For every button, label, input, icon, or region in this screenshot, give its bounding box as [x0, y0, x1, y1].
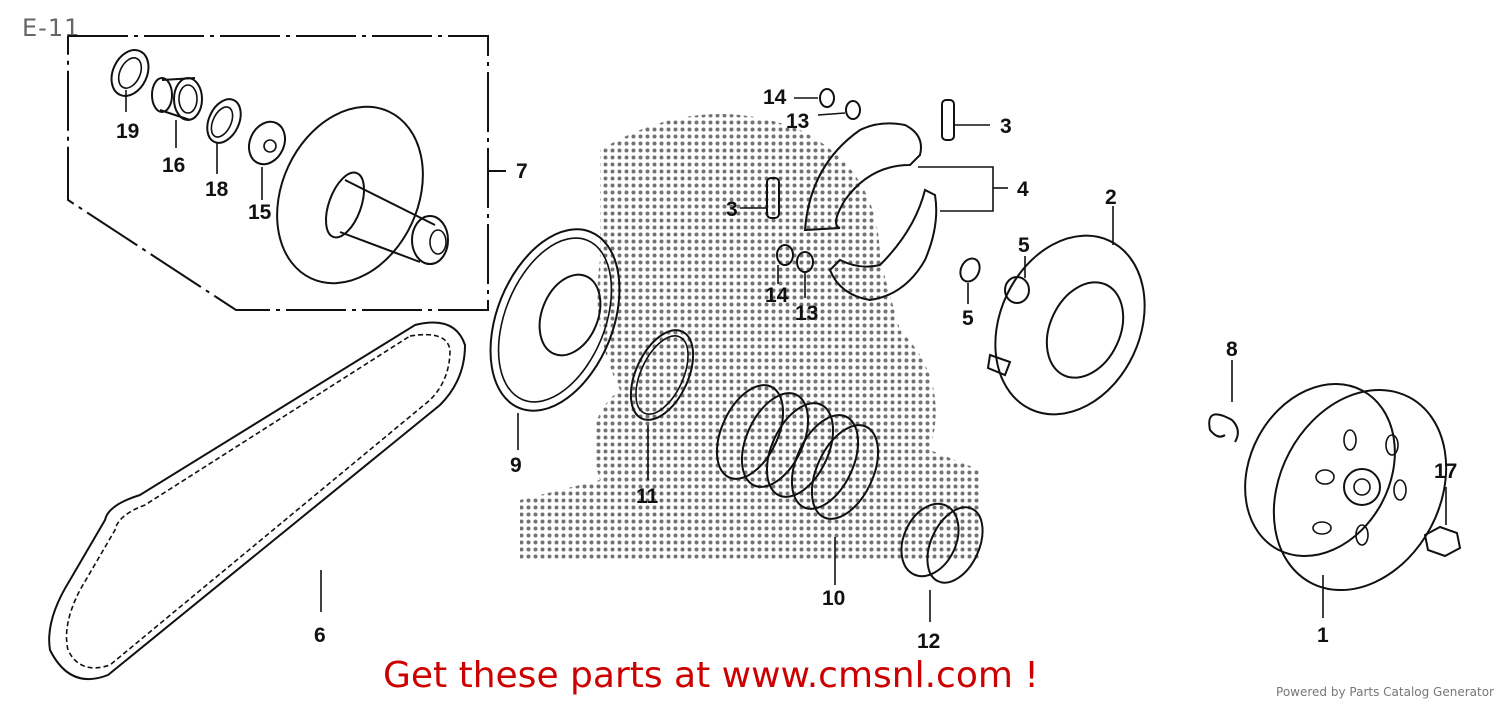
page-code: E-11 [22, 14, 81, 42]
callout-7: 7 [516, 160, 528, 183]
callout-19: 19 [116, 120, 139, 143]
part-9-movable-face [489, 228, 621, 450]
part-1-clutch-outer [1244, 383, 1448, 618]
part-17-nut [1423, 487, 1462, 558]
callout-14-bottom: 14 [765, 284, 789, 307]
part-13-washer-top [817, 100, 861, 120]
part-19-oil-seal [110, 49, 150, 112]
part-11-o-ring [629, 329, 695, 480]
part-2-drive-plate [986, 206, 1146, 416]
callout-8: 8 [1226, 338, 1238, 361]
part-16-needle-bearing [151, 77, 203, 148]
assembly-7-frame [67, 35, 506, 311]
part-14-circlip-bottom [776, 244, 794, 284]
part-12-spring-seat [900, 502, 984, 622]
callout-5-upper: 5 [1018, 234, 1030, 257]
callout-18: 18 [205, 178, 229, 201]
callout-3-right: 3 [1000, 115, 1012, 138]
callout-16: 16 [162, 154, 185, 177]
part-8-circlip [1208, 360, 1239, 443]
callout-9: 9 [510, 454, 522, 477]
callout-labels: 19 16 18 15 7 14 13 3 3 4 2 5 5 14 13 8 … [116, 86, 1457, 653]
part-10-spring [715, 384, 880, 585]
powered-by-credit: Powered by Parts Catalog Generator [1276, 685, 1494, 699]
callout-13-bottom: 13 [795, 302, 818, 325]
callout-15: 15 [248, 201, 272, 224]
part-13-washer-bottom [796, 251, 814, 298]
watermark-logo [520, 114, 980, 560]
callout-5-lower: 5 [962, 307, 974, 330]
callout-1: 1 [1317, 624, 1329, 647]
callout-12: 12 [917, 630, 940, 653]
callout-10: 10 [822, 587, 845, 610]
part-7-driven-face [276, 105, 449, 285]
part-6-drive-belt [48, 321, 467, 680]
callout-17: 17 [1434, 460, 1457, 483]
part-5-collar-right [1004, 256, 1030, 304]
callout-6: 6 [314, 624, 326, 647]
cmsnl-link[interactable]: Get these parts at www.cmsnl.com ! [383, 655, 1039, 696]
callout-4: 4 [1017, 178, 1029, 201]
part-14-circlip-top [794, 88, 835, 108]
part-3-spring-right [941, 99, 990, 141]
part-15-ball-bearing [248, 120, 286, 200]
part-3-spring-left [740, 177, 780, 219]
callout-13-top: 13 [786, 110, 809, 133]
callout-14-top: 14 [763, 86, 787, 109]
callout-2: 2 [1105, 186, 1117, 209]
callout-11: 11 [636, 485, 659, 508]
part-18-circlip [206, 98, 242, 174]
part-5-collar-left [959, 257, 981, 304]
part-4-clutch-shoes [803, 122, 1008, 302]
callout-3-left: 3 [726, 198, 738, 221]
